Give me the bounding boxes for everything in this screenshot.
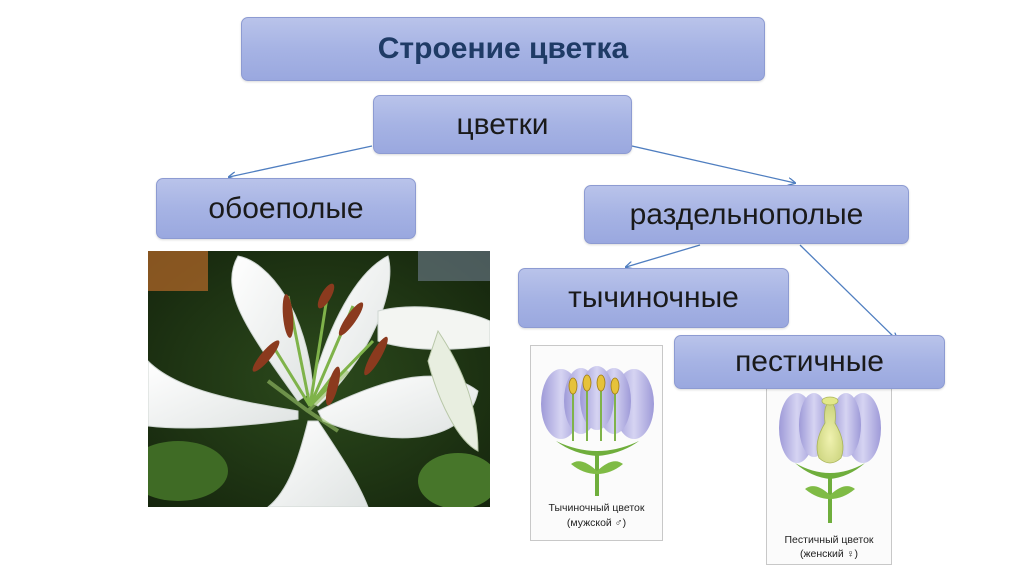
lily-image [148,251,490,507]
staminate-flower-card: Тычиночный цветок (мужской ♂) [530,345,663,541]
arrow-to-unisexual [631,145,795,183]
bisexual-node: обоеполые [156,178,416,239]
staminate-caption-line2: (мужской ♂) [566,517,627,529]
pistillate-flower-card: Пестичный цветок (женский ♀) [766,382,892,565]
pistillate-label: пестичные [735,345,884,378]
bisexual-label: обоеполые [208,191,364,225]
unisexual-label: раздельнополые [629,197,864,231]
arrow-to-bisexual [229,145,373,177]
unisexual-node: раздельнополые [584,185,909,244]
staminate-label: тычиночные [568,281,739,314]
flowers-node: цветки [373,95,632,154]
flowers-label: цветки [456,107,549,141]
pistillate-caption-line1: Пестичный цветок [784,534,874,546]
page-title: Строение цветка [241,17,765,81]
staminate-node: тычиночные [518,268,789,328]
staminate-caption-line1: Тычиночный цветок [548,502,645,514]
arrow-to-staminate [626,244,701,267]
arrow-to-pistillate [799,244,897,340]
pistillate-caption-line2: (женский ♀) [799,548,859,560]
pistillate-flower-drawing [779,393,881,523]
pistillate-node: пестичные [674,335,945,389]
lily-photo [148,251,490,507]
staminate-flower-drawing [541,366,654,496]
title-text: Строение цветка [377,32,629,65]
